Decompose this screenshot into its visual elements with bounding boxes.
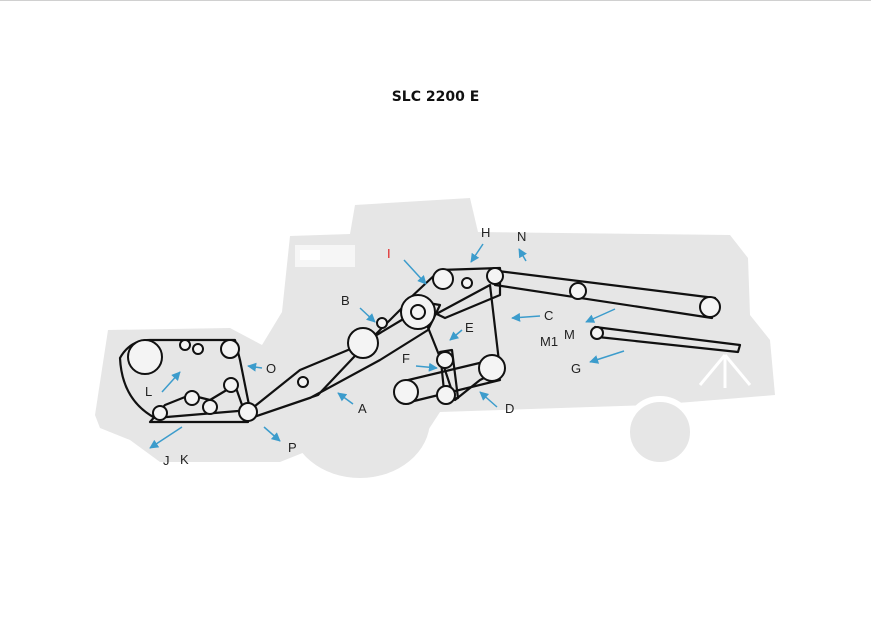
label-h: H: [481, 225, 490, 240]
label-m1: M1: [540, 334, 558, 349]
label-l: L: [145, 384, 152, 399]
label-b: B: [341, 293, 350, 308]
label-g: G: [571, 361, 581, 376]
label-i: I: [387, 246, 391, 261]
label-k: K: [180, 452, 189, 467]
label-a: A: [358, 401, 367, 416]
label-p: P: [288, 440, 297, 455]
label-j: J: [163, 453, 170, 468]
label-c: C: [544, 308, 553, 323]
pointer-arrows: [149, 243, 625, 449]
diagram-labels: A B C D E F G H I J K L M M1 N O P: [145, 225, 581, 468]
label-f: F: [402, 351, 410, 366]
stand-legs: [698, 354, 752, 388]
rear-wheel: [624, 396, 696, 468]
label-d: D: [505, 401, 514, 416]
top-border: [0, 0, 871, 1]
harvester-silhouette: [95, 198, 775, 478]
label-m: M: [564, 327, 575, 342]
pulleys: [127, 267, 721, 422]
cab-mirror: [300, 250, 320, 260]
label-e: E: [465, 320, 474, 335]
label-n: N: [517, 229, 526, 244]
diagram-title: SLC 2200 E: [391, 89, 480, 105]
label-o: O: [266, 361, 276, 376]
